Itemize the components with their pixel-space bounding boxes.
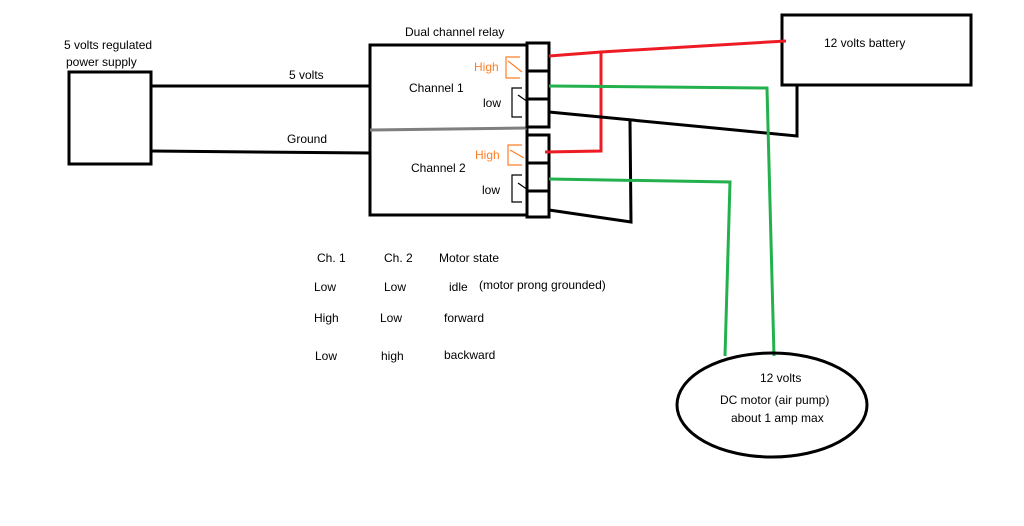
table-cell-state: idle <box>449 280 468 294</box>
channel1-high-pointer <box>507 60 523 73</box>
table-cell-state: forward <box>444 311 484 325</box>
motor-label-line2: DC motor (air pump) <box>720 393 829 407</box>
battery-box <box>780 13 973 87</box>
power-supply-label-line1: 5 volts regulated <box>64 38 152 52</box>
battery-label: 12 volts battery <box>824 36 905 50</box>
channel2-high-pointer <box>509 149 525 159</box>
motor-label-line3: about 1 amp max <box>731 411 824 425</box>
table-cell-ch2: Low <box>380 311 402 325</box>
channel1-label: Channel 1 <box>409 81 464 95</box>
wire-ground <box>150 149 371 155</box>
channel2-high-switch-symbol <box>507 144 522 166</box>
motor-label-line1: 12 volts <box>760 371 801 385</box>
relay-channel-divider <box>369 126 528 132</box>
channel2-high-label: High <box>475 148 500 162</box>
channel1-low-label: low <box>483 96 501 110</box>
table-header-ch2: Ch. 2 <box>384 251 413 265</box>
channel2-low-pointer <box>517 182 529 191</box>
channel2-low-switch-symbol <box>511 174 522 203</box>
power-supply-label-line2: power supply <box>66 55 137 69</box>
wire-ground-label: Ground <box>287 132 327 146</box>
relay-title: Dual channel relay <box>405 25 504 39</box>
wire-green-channel1-to-motor <box>548 84 776 357</box>
table-cell-ch1: Low <box>314 280 336 294</box>
wire-red-battery-positive <box>548 39 787 58</box>
channel2-label: Channel 2 <box>411 161 466 175</box>
table-cell-note: (motor prong grounded) <box>479 278 606 292</box>
channel1-high-label: High <box>474 60 499 74</box>
relay-terminal-block-1 <box>525 41 551 129</box>
state-table: Ch. 1 Ch. 2 Motor state Low Low idle (mo… <box>314 251 606 363</box>
table-cell-ch1: High <box>314 311 339 325</box>
channel1-high-switch-symbol <box>505 56 520 79</box>
wire-5-volts-label: 5 volts <box>289 68 324 82</box>
wire-black-battery-negative <box>548 86 799 138</box>
table-header-ch1: Ch. 1 <box>317 251 346 265</box>
power-supply-box <box>67 70 153 166</box>
wire-green-channel2-to-motor <box>548 177 732 357</box>
channel2-low-label: low <box>482 183 500 197</box>
table-cell-state: backward <box>444 348 495 362</box>
table-header-motor-state: Motor state <box>439 251 499 265</box>
table-cell-ch2: high <box>381 349 404 363</box>
channel1-low-pointer <box>517 94 529 103</box>
channel1-low-switch-symbol <box>511 87 522 118</box>
dc-motor <box>675 351 869 459</box>
wire-black-ground-to-channel2-low <box>548 120 633 224</box>
relay-terminal-block-2 <box>525 133 551 219</box>
wire-red-to-channel2-high <box>544 52 603 154</box>
table-cell-ch2: Low <box>384 280 406 294</box>
table-cell-ch1: Low <box>315 349 337 363</box>
